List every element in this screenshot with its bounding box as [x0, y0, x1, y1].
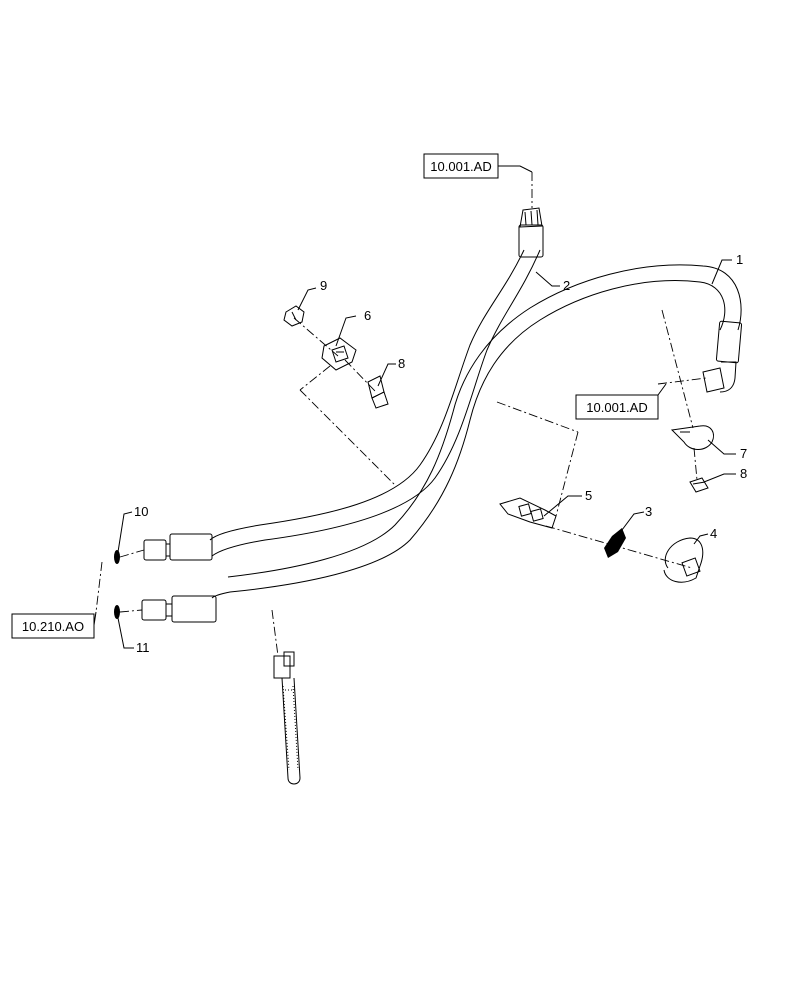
o-ring-11: [114, 605, 120, 619]
part-7-clip: [670, 425, 714, 450]
hose-1-elbow-nut: [702, 367, 725, 393]
part-6-clamp: [321, 337, 357, 371]
center-lines: [95, 172, 707, 657]
part-label-8-upper: 8: [398, 356, 405, 371]
part-label-4: 4: [710, 526, 717, 541]
ref-right-label: 10.001.AD: [586, 400, 647, 415]
hose-1-elbow: [719, 361, 737, 393]
ref-box-top[interactable]: 10.001.AD: [423, 153, 499, 179]
part-label-7: 7: [740, 446, 747, 461]
hose-1-left-nut: [141, 599, 167, 621]
cable-tie: [273, 651, 301, 785]
part-label-10: 10: [134, 504, 148, 519]
part-8-bolt-upper: [367, 375, 389, 409]
part-label-2: 2: [563, 278, 570, 293]
hose-2-nut: [519, 207, 543, 228]
ref-box-right[interactable]: 10.001.AD: [575, 383, 667, 420]
ref-box-left[interactable]: 10.210.AO: [11, 613, 95, 639]
ref-left-label: 10.210.AO: [22, 619, 84, 634]
part-label-5: 5: [585, 488, 592, 503]
o-ring-10: [114, 550, 120, 564]
hose-2-left-nut: [143, 539, 167, 561]
part-3-spacer: [604, 528, 626, 558]
hose-2: [143, 207, 544, 561]
part-label-8-lower: 8: [740, 466, 747, 481]
hose-1-crimp: [715, 320, 743, 364]
part-label-9: 9: [320, 278, 327, 293]
hose-2-left-crimp: [169, 533, 213, 561]
part-label-11: 11: [136, 640, 150, 655]
ref-top-label: 10.001.AD: [430, 159, 491, 174]
part-label-3: 3: [645, 504, 652, 519]
hose-1: [141, 264, 743, 623]
hose-1-left-crimp: [171, 595, 217, 623]
part-label-6: 6: [364, 308, 371, 323]
part-9-nut: [283, 305, 305, 327]
part-8-bolt-lower: [689, 477, 709, 493]
part-5-clamp: [499, 497, 557, 529]
part-4-strap: [663, 537, 704, 583]
hose-2-crimp: [518, 224, 544, 258]
part-label-1: 1: [736, 252, 743, 267]
